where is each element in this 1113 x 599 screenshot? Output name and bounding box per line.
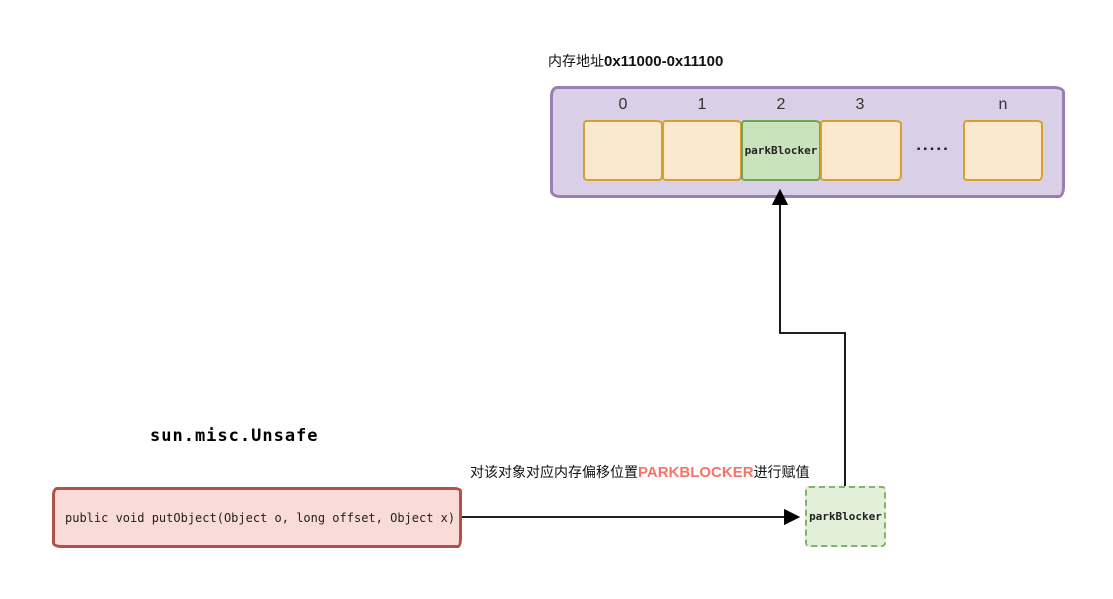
cell-index-1: 1 <box>697 96 707 113</box>
cell-index-3: 3 <box>855 96 865 113</box>
offset-annotation-suffix: 进行赋值 <box>753 464 810 480</box>
memory-cell-n <box>963 120 1043 181</box>
memory-address-title: 内存地址0x11000-0x11100 <box>548 51 723 71</box>
putobject-method-signature: public void putObject(Object o, long off… <box>65 510 456 525</box>
memory-cell-2-parkblocker: parkBlocker <box>741 120 821 181</box>
memory-cell-0 <box>583 120 663 181</box>
parkblocker-dashed-box-label: parkBlocker <box>809 510 882 523</box>
cell-index-2: 2 <box>776 96 786 113</box>
arrow-parkblocker-to-memory-cell <box>771 188 846 486</box>
ellipsis-dots: ..... <box>916 135 950 154</box>
memory-address-range: 0x11000-0x11100 <box>604 53 724 70</box>
memory-array-container: 0 1 2 3 n parkBlocker ..... <box>550 86 1065 198</box>
memory-cell-1 <box>662 120 742 181</box>
offset-annotation-prefix: 对该对象对应内存偏移位置 <box>470 464 638 480</box>
memory-address-title-prefix: 内存地址 <box>548 53 604 69</box>
offset-annotation-highlight: PARKBLOCKER <box>638 464 754 481</box>
putobject-method-box: public void putObject(Object o, long off… <box>52 487 462 548</box>
offset-annotation: 对该对象对应内存偏移位置PARKBLOCKER进行赋值 <box>470 462 810 482</box>
unsafe-class-title: sun.misc.Unsafe <box>150 426 319 446</box>
memory-cell-3 <box>820 120 902 181</box>
parkblocker-dashed-box: parkBlocker <box>805 486 886 547</box>
cell-index-n: n <box>998 96 1008 113</box>
memory-cell-2-label: parkBlocker <box>744 144 818 157</box>
cell-index-0: 0 <box>618 96 628 113</box>
